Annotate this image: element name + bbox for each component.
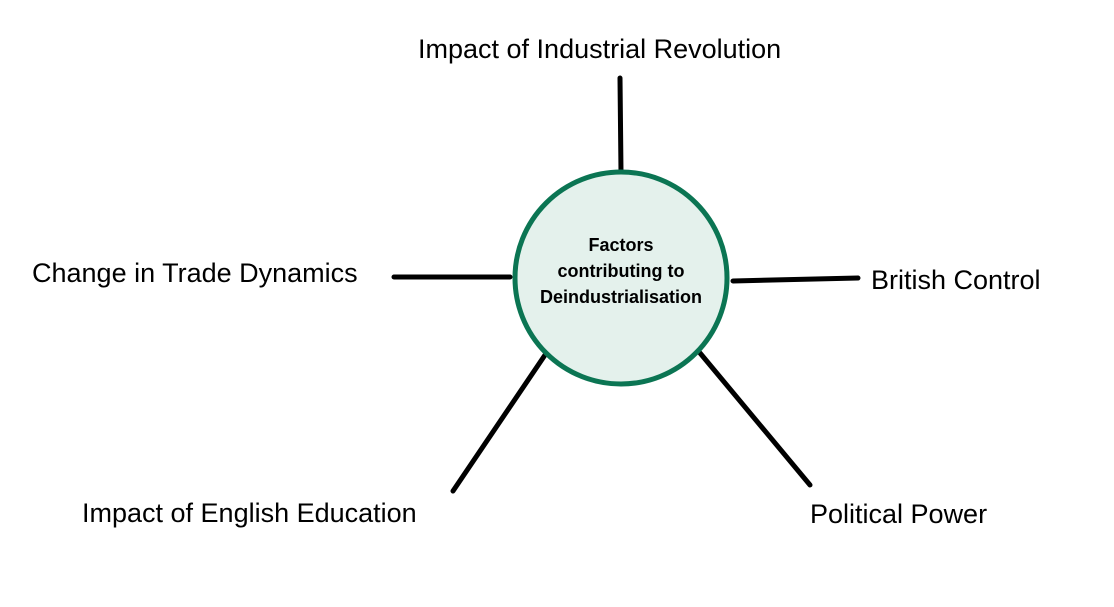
branch-label-english-education: Impact of English Education bbox=[82, 498, 417, 528]
center-node bbox=[512, 169, 730, 387]
center-label-line-2: contributing to bbox=[557, 261, 685, 281]
connector-right bbox=[730, 275, 861, 284]
connector-bottom-right bbox=[697, 350, 813, 488]
connector-top bbox=[617, 75, 624, 175]
center-label-line-3: Deindustrialisation bbox=[539, 287, 703, 307]
connector-bottom-left bbox=[450, 352, 548, 494]
branch-label-political-power: Political Power bbox=[810, 499, 988, 529]
branch-label-industrial-revolution: Impact of Industrial Revolution bbox=[418, 34, 782, 64]
branch-label-british-control: British Control bbox=[871, 265, 1041, 295]
center-label-line-1: Factors bbox=[588, 235, 654, 255]
center-node-label: Factors contributing to Deindustrialisat… bbox=[515, 232, 727, 310]
branch-label-trade-dynamics: Change in Trade Dynamics bbox=[32, 258, 358, 288]
